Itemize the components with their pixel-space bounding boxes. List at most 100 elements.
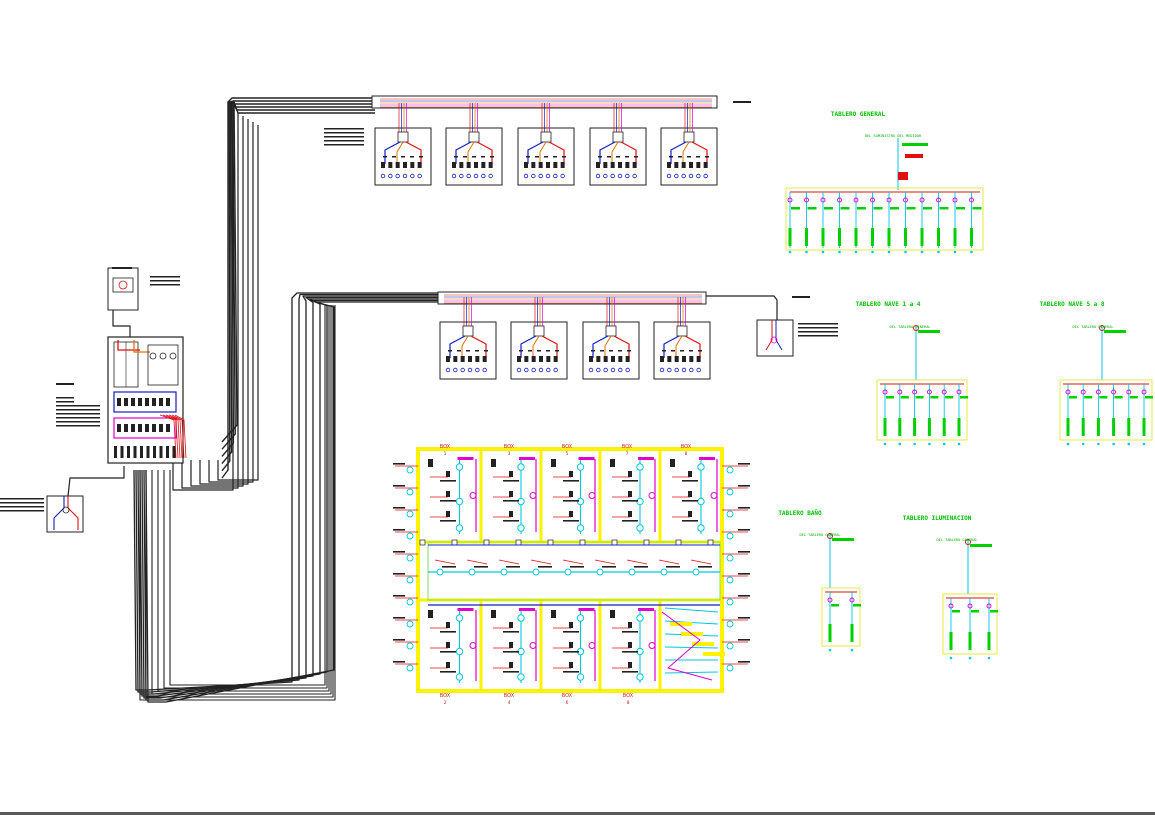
- panel-note: [0, 510, 44, 512]
- schema-load: [942, 418, 946, 436]
- panel-terminal: [538, 173, 543, 179]
- wire-label: [440, 520, 456, 522]
- panel-terminal: [681, 367, 687, 373]
- schema-terminal: [788, 250, 792, 254]
- panel-note: [475, 350, 479, 352]
- schema-terminal: [1127, 442, 1131, 446]
- device: [509, 491, 513, 497]
- board-wire: [174, 414, 187, 459]
- schema-label: [824, 207, 833, 210]
- panel-note: [705, 156, 709, 158]
- panel-note: [150, 276, 180, 278]
- schema-breaker: [912, 389, 918, 395]
- panel-breaker: [553, 162, 558, 168]
- ext-label: [738, 573, 750, 575]
- panel-note: [609, 350, 613, 352]
- plan-box-label: BOX: [562, 693, 573, 699]
- panel-terminal: [603, 173, 608, 179]
- schema-label: [873, 207, 883, 210]
- schema-label: [832, 538, 854, 541]
- wire-label: [562, 559, 584, 565]
- schema-breaker: [1065, 389, 1071, 395]
- board-breaker: [138, 424, 142, 432]
- panel-note: [383, 156, 387, 158]
- panel-breaker: [531, 356, 536, 362]
- wire-label: [563, 671, 579, 673]
- luminaire: [576, 524, 585, 532]
- schema-subtitle-nave58: DEL TABLERO GENERAL: [1072, 325, 1113, 329]
- wire-label: [530, 559, 552, 565]
- schema-label: [923, 207, 932, 210]
- board-breaker: [131, 424, 135, 432]
- schema-label: [1084, 396, 1093, 399]
- wire-label: [682, 500, 698, 502]
- panel-terminal: [466, 173, 471, 179]
- schema-terminal: [928, 442, 931, 446]
- schema-load: [1096, 418, 1100, 436]
- switch-box: [610, 610, 615, 618]
- wire-label: [594, 559, 616, 565]
- board-breaker: [166, 424, 170, 432]
- schema-terminal: [920, 250, 924, 254]
- schema-terminal: [937, 250, 940, 254]
- panel-wire: [611, 141, 619, 164]
- schema-breaker: [986, 603, 992, 609]
- panel-note: [616, 156, 620, 158]
- panel-terminal: [689, 367, 694, 373]
- wire-label: [506, 566, 520, 568]
- ext-label: [393, 485, 405, 487]
- outlet: [529, 642, 537, 649]
- conduit-run: [190, 116, 244, 487]
- panel-breaker: [538, 162, 543, 168]
- ext-label: [393, 661, 405, 663]
- luminaire: [517, 614, 525, 622]
- panel-terminal: [516, 367, 522, 373]
- ext-luminaire: [406, 532, 414, 540]
- ext-luminaire: [406, 466, 414, 474]
- switch-box: [551, 610, 556, 618]
- ext-label: [738, 595, 750, 597]
- schema-label: [960, 396, 968, 399]
- panel-wire: [663, 335, 680, 358]
- panel-note: [733, 101, 751, 103]
- schema-breaker: [820, 197, 826, 203]
- schema-terminal: [805, 250, 808, 254]
- panel-terminal: [417, 173, 422, 179]
- luminaire: [455, 647, 464, 656]
- device: [446, 642, 450, 648]
- schema-breaker: [787, 197, 793, 203]
- panel-breaker: [689, 356, 694, 362]
- panel-breaker: [453, 356, 458, 362]
- panel-terminal: [595, 173, 601, 179]
- panel-note: [324, 144, 364, 146]
- panel-terminal: [531, 367, 536, 373]
- board-output: [172, 446, 176, 458]
- schema-frame: [876, 379, 968, 441]
- wire-label: [622, 480, 638, 482]
- panel-breaker: [674, 162, 679, 168]
- wire-label: [666, 566, 680, 568]
- schema-breaker: [886, 197, 892, 203]
- wire-label: [440, 651, 456, 653]
- plan-junction: [675, 539, 682, 546]
- aux-panel: [46, 495, 84, 533]
- plan-box-number: 6: [566, 700, 569, 706]
- ext-label: [738, 463, 750, 465]
- panel-note: [454, 156, 458, 158]
- panel-breaker: [667, 162, 671, 168]
- device: [628, 491, 632, 497]
- panel-terminal: [667, 367, 672, 373]
- panel-breaker: [459, 162, 464, 168]
- panel-breaker: [703, 162, 708, 168]
- panel-note: [56, 413, 100, 415]
- outlet: [588, 642, 596, 649]
- luminaire: [697, 497, 705, 506]
- wire-label: [658, 559, 680, 565]
- schema-label: [857, 207, 866, 210]
- schema-breaker: [1111, 389, 1117, 395]
- luminaire: [517, 524, 525, 532]
- corridor-luminaire: [468, 568, 476, 576]
- wire-label: [538, 566, 552, 568]
- panel-breaker: [667, 356, 672, 362]
- wire-label: [503, 520, 519, 522]
